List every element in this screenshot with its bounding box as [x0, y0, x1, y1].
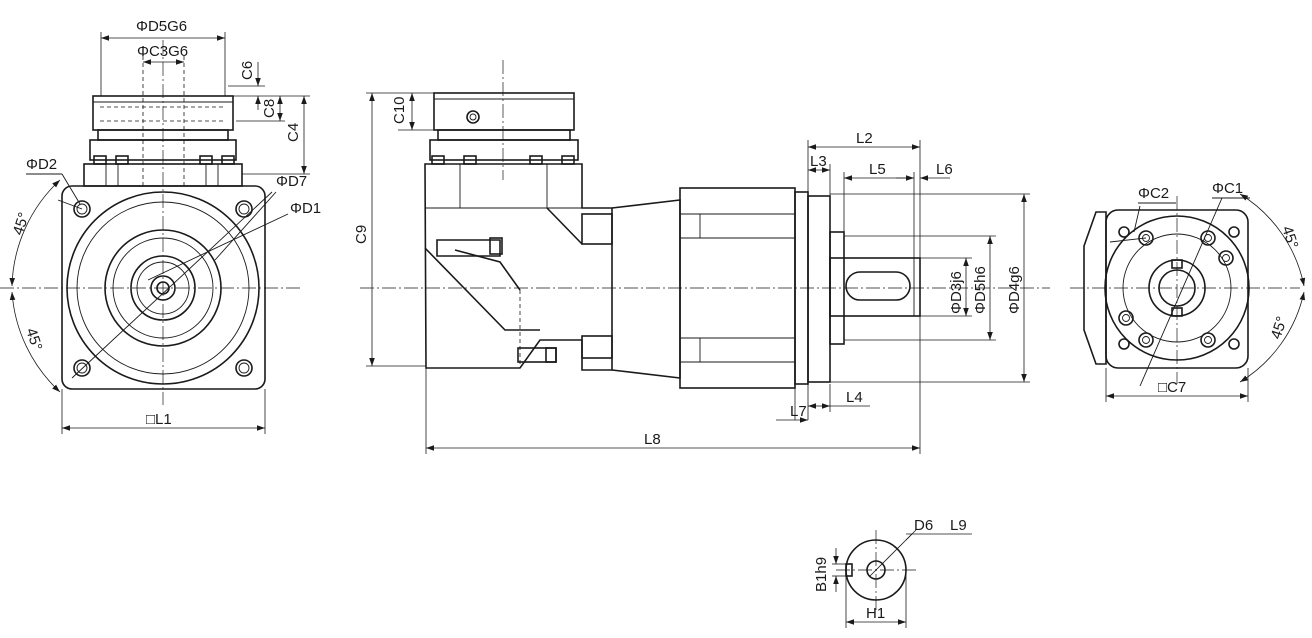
- label-phi-d2: ΦD2: [26, 156, 57, 173]
- label-c4: C4: [285, 123, 302, 142]
- label-angle-bottom-left: 45°: [22, 326, 45, 353]
- label-phi-d5h6: ΦD5h6: [972, 266, 989, 314]
- label-c8: C8: [261, 99, 278, 118]
- label-phi-d1: ΦD1: [290, 200, 321, 217]
- label-angle-top-right: 45°: [1278, 224, 1301, 251]
- label-phi-d3j6: ΦD3j6: [948, 271, 965, 314]
- left-view: ΦD5G6 ΦC3G6 C6 C8 C4 ΦD2 ΦD7 ΦD1 45° 45°…: [0, 18, 321, 434]
- shaft-section-view: D6 L9 B1h9 H1: [813, 517, 972, 628]
- label-b1h9: B1h9: [813, 557, 830, 592]
- label-l3: L3: [810, 153, 827, 170]
- label-phi-d4g6: ΦD4g6: [1006, 266, 1023, 314]
- label-phi-c1: ΦC1: [1212, 180, 1243, 197]
- label-l7: L7: [790, 403, 807, 420]
- label-l5: L5: [869, 161, 886, 178]
- label-l8: L8: [644, 431, 661, 448]
- label-angle-top-left: 45°: [10, 210, 33, 237]
- label-l4: L4: [846, 389, 863, 406]
- label-c10: C10: [391, 96, 408, 124]
- label-d6: D6: [914, 517, 933, 534]
- label-h1: H1: [866, 605, 885, 622]
- label-l6: L6: [936, 161, 953, 178]
- label-phi-c2: ΦC2: [1138, 185, 1169, 202]
- label-square-c7: □C7: [1158, 379, 1186, 396]
- label-phi-c3g6: ΦC3G6: [137, 43, 188, 60]
- label-phi-d5g6: ΦD5G6: [136, 18, 187, 35]
- label-c6: C6: [239, 61, 256, 80]
- side-view: C10 C9 L2 L3 L5 L6 ΦD3j6 ΦD5h6 ΦD4g6 L7 …: [353, 60, 1050, 454]
- label-c9: C9: [353, 225, 370, 244]
- label-l2: L2: [856, 130, 873, 147]
- label-square-l1: □L1: [146, 411, 172, 428]
- label-angle-bottom-right: 45°: [1268, 314, 1291, 341]
- label-l9: L9: [950, 517, 967, 534]
- right-view: ΦC2 ΦC1 45° 45° □C7: [1070, 180, 1306, 402]
- label-phi-d7: ΦD7: [276, 173, 307, 190]
